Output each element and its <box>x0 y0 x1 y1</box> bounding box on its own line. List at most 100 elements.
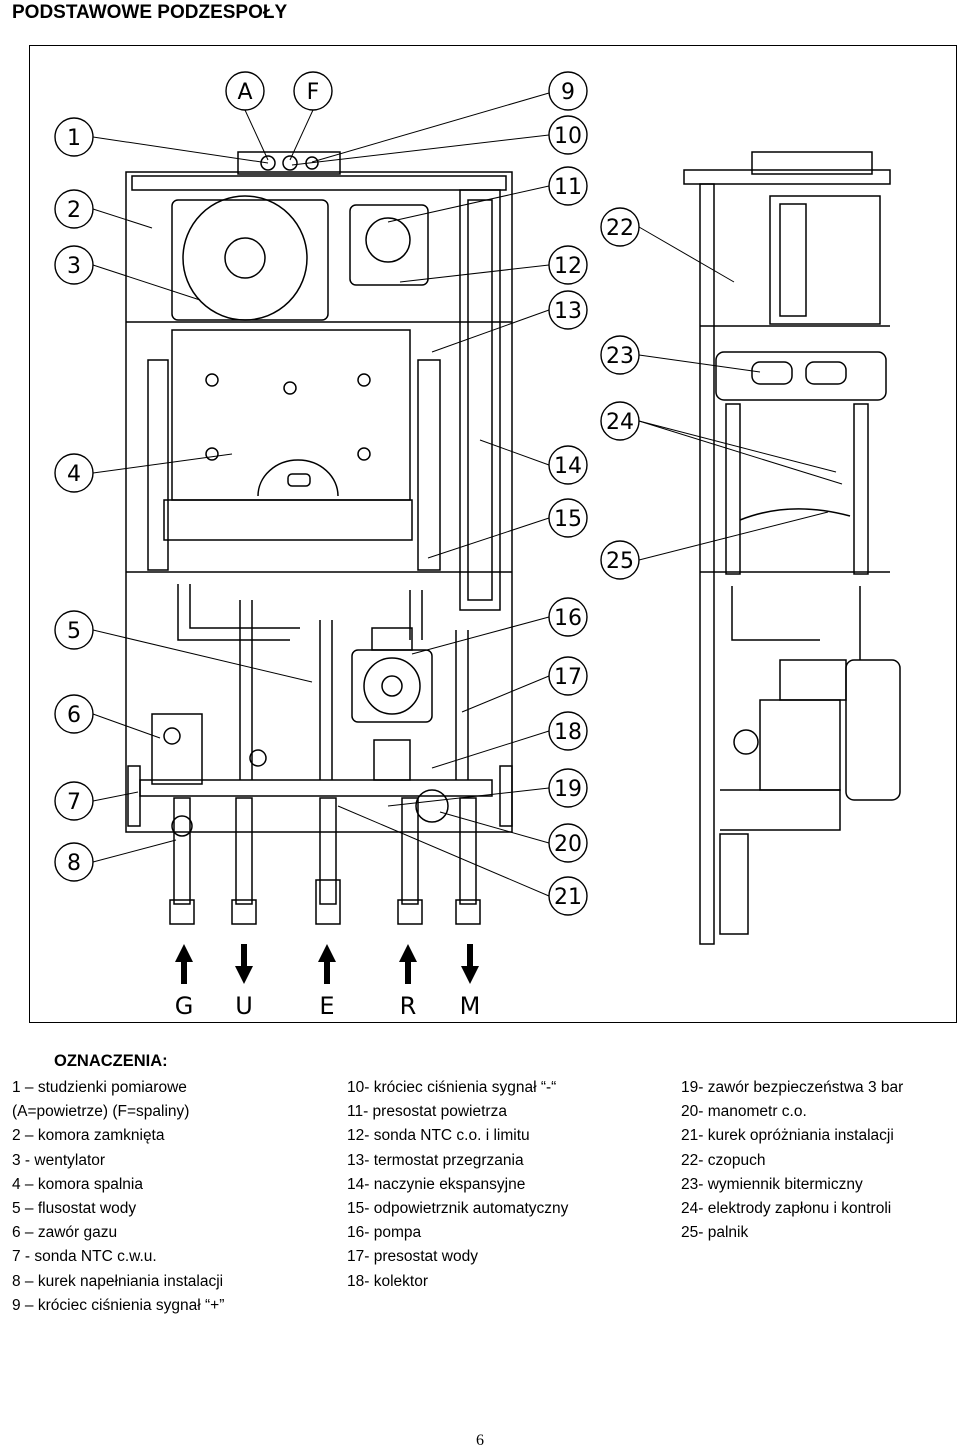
legend-item: 24- elektrody zapłonu i kontroli <box>681 1200 892 1218</box>
arrow-g: G <box>175 944 194 1020</box>
svg-text:13: 13 <box>554 299 582 324</box>
svg-text:20: 20 <box>554 832 582 857</box>
svg-text:17: 17 <box>554 665 582 690</box>
legend-item: 9 – króciec ciśnienia sygnał “+” <box>12 1296 225 1314</box>
legend-item: 1 – studzienki pomiarowe <box>12 1079 187 1096</box>
svg-text:10: 10 <box>554 124 582 149</box>
callouts-middle: 10 11 12 13 14 15 16 17 18 19 20 21 <box>291 115 588 916</box>
callout-13: 13 <box>548 290 588 330</box>
svg-text:1: 1 <box>67 126 81 151</box>
svg-text:U: U <box>235 992 253 1020</box>
callout-11: 11 <box>548 166 588 206</box>
svg-text:7: 7 <box>67 790 81 815</box>
legend-item: 11- presostat powietrza <box>347 1103 507 1121</box>
svg-text:23: 23 <box>606 344 634 369</box>
legend-heading: OZNACZENIA: <box>54 1052 168 1070</box>
callout-17: 17 <box>548 656 588 696</box>
callout-22: 22 <box>600 207 640 247</box>
legend-item: 5 – flusostat wody <box>12 1200 137 1218</box>
callouts-top: A F 9 <box>225 71 588 163</box>
callout-3: 3 <box>54 245 94 285</box>
svg-text:22: 22 <box>606 216 634 241</box>
callout-9: 9 <box>548 71 588 111</box>
callout-10: 10 <box>548 115 588 155</box>
svg-text:9: 9 <box>561 80 575 105</box>
svg-text:21: 21 <box>554 885 582 910</box>
callout-14: 14 <box>548 445 588 485</box>
callout-2: 2 <box>54 189 94 229</box>
callout-18: 18 <box>548 711 588 751</box>
legend-column-3: 19- zawór bezpieczeństwa 3 bar 20- manom… <box>681 1076 903 1245</box>
legend-item: 15- odpowietrznik automatyczny <box>347 1200 569 1218</box>
callout-16: 16 <box>548 597 588 637</box>
arrow-u: U <box>235 944 253 1020</box>
legend-item: 17- presostat wody <box>347 1248 478 1266</box>
legend-item: 8 – kurek napełniania instalacji <box>12 1272 224 1290</box>
figure-frame <box>29 45 957 1023</box>
legend-item: 12- sonda NTC c.o. i limitu <box>347 1127 530 1145</box>
legend-item: 20- manometr c.o. <box>681 1103 807 1121</box>
side-view <box>683 151 901 945</box>
legend-item: 19- zawór bezpieczeństwa 3 bar <box>681 1079 904 1096</box>
svg-text:G: G <box>175 992 194 1020</box>
callout-5: 5 <box>54 610 94 650</box>
callouts-right: 22 23 24 25 <box>600 207 843 580</box>
svg-text:24: 24 <box>606 410 634 435</box>
legend-item: 13- termostat przegrzania <box>347 1151 524 1169</box>
callout-1: 1 <box>54 117 94 157</box>
callout-15: 15 <box>548 498 588 538</box>
boiler-diagram: A F 9 1 2 3 4 5 6 7 8 <box>54 71 901 1020</box>
svg-text:19: 19 <box>554 777 582 802</box>
connection-arrows: G U E R M <box>175 944 481 1020</box>
page-number: 6 <box>476 1432 484 1449</box>
callout-4: 4 <box>54 453 94 493</box>
svg-text:E: E <box>319 992 334 1020</box>
svg-text:11: 11 <box>554 175 582 200</box>
svg-text:3: 3 <box>67 254 81 279</box>
legend-item: 4 – komora spalnia <box>12 1175 143 1193</box>
svg-text:14: 14 <box>554 454 582 479</box>
legend-item: 23- wymiennik bitermiczny <box>681 1175 863 1193</box>
callout-a: A <box>225 71 265 111</box>
front-view <box>125 151 513 925</box>
svg-text:8: 8 <box>67 851 81 876</box>
arrow-r: R <box>399 944 417 1020</box>
svg-text:5: 5 <box>67 619 81 644</box>
svg-text:16: 16 <box>554 606 582 631</box>
callout-23: 23 <box>600 335 640 375</box>
legend-item: 6 – zawór gazu <box>12 1224 118 1242</box>
callout-7: 7 <box>54 781 94 821</box>
legend-item: 7 - sonda NTC c.w.u. <box>12 1248 157 1266</box>
callout-24: 24 <box>600 401 640 441</box>
svg-text:R: R <box>400 992 417 1020</box>
callout-12: 12 <box>548 245 588 285</box>
callout-21: 21 <box>548 876 588 916</box>
svg-text:4: 4 <box>67 462 81 487</box>
svg-text:F: F <box>307 80 320 105</box>
callout-19: 19 <box>548 768 588 808</box>
page-title: PODSTAWOWE PODZESPOŁY <box>12 2 288 23</box>
legend-item: (A=powietrze) (F=spaliny) <box>12 1103 190 1121</box>
legend-item: 16- pompa <box>347 1224 422 1242</box>
svg-text:2: 2 <box>67 198 81 223</box>
callout-6: 6 <box>54 694 94 734</box>
legend-item: 21- kurek opróżniania instalacji <box>681 1127 894 1145</box>
callout-20: 20 <box>548 823 588 863</box>
svg-text:A: A <box>237 80 252 105</box>
svg-text:25: 25 <box>606 549 634 574</box>
callout-8: 8 <box>54 842 94 882</box>
svg-text:12: 12 <box>554 254 582 279</box>
callout-25: 25 <box>600 540 640 580</box>
legend-item: 10- króciec ciśnienia sygnał “-“ <box>347 1079 557 1096</box>
arrow-e: E <box>318 944 336 1020</box>
legend-item: 25- palnik <box>681 1224 749 1242</box>
arrow-m: M <box>460 944 481 1020</box>
legend-column-1: 1 – studzienki pomiarowe (A=powietrze) (… <box>12 1076 224 1318</box>
svg-text:6: 6 <box>67 703 81 728</box>
svg-text:18: 18 <box>554 720 582 745</box>
legend-item: 18- kolektor <box>347 1272 428 1290</box>
svg-text:M: M <box>460 992 481 1020</box>
legend-item: 14- naczynie ekspansyjne <box>347 1175 526 1193</box>
callout-f: F <box>293 71 333 111</box>
legend-item: 2 – komora zamknięta <box>12 1127 165 1145</box>
